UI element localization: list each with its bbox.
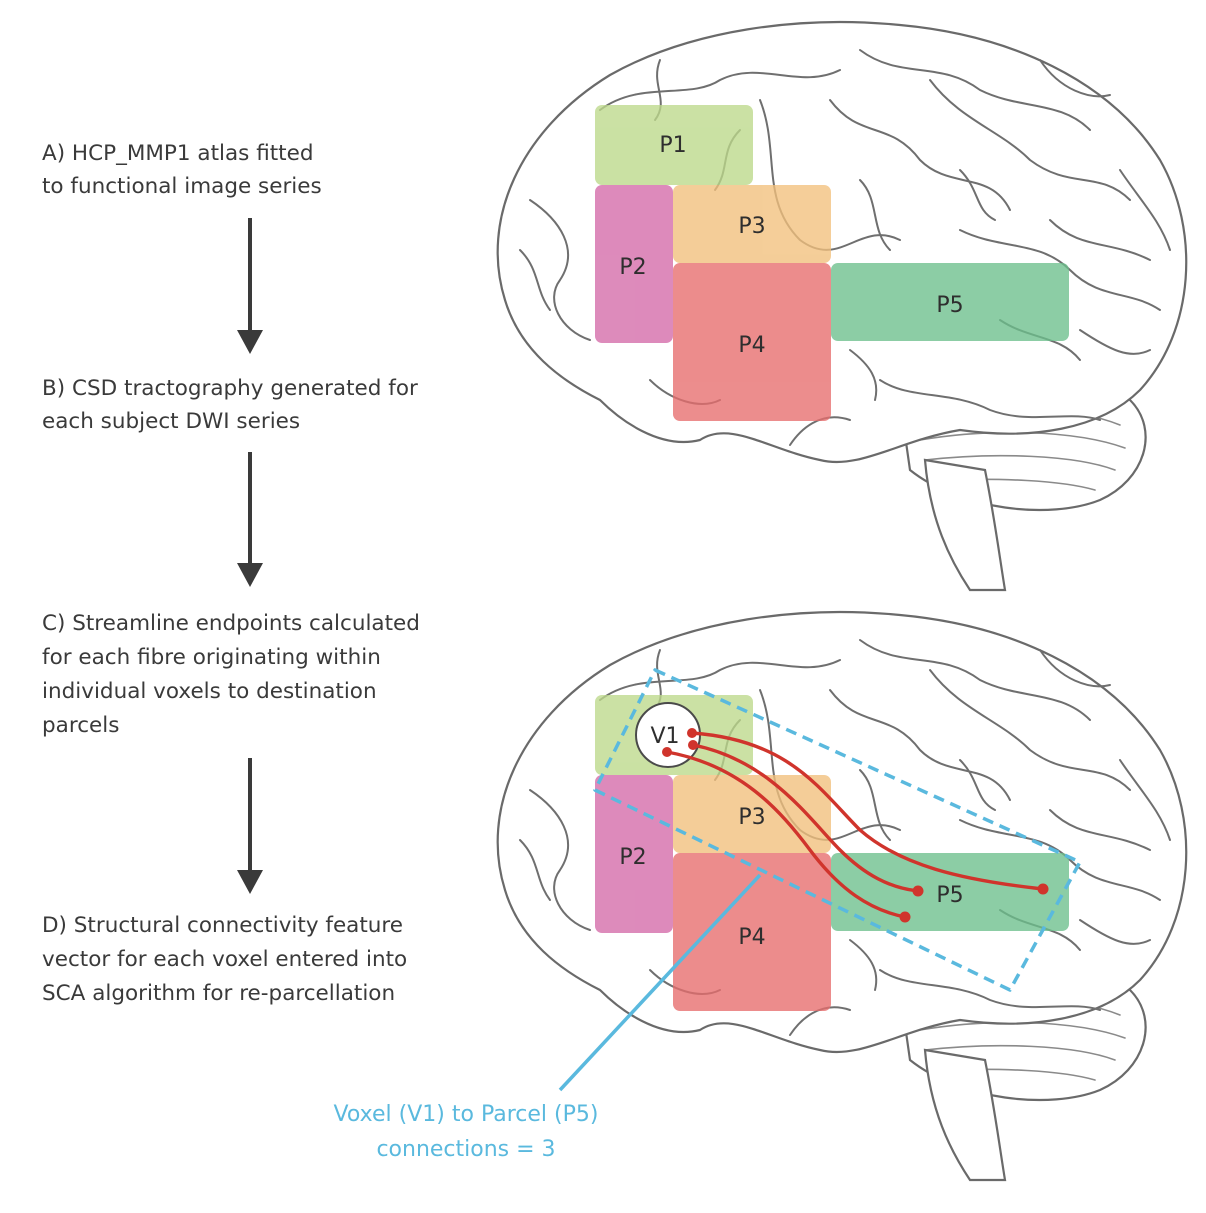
parcel-p4-bottom (673, 853, 831, 1011)
parcel-label-p1: P1 (659, 133, 686, 158)
parcel-p3 (673, 185, 831, 263)
streamline-3 (665, 750, 907, 919)
parcel-p3-bottom (673, 775, 831, 853)
callout-line-1: Voxel (V1) to Parcel (P5) (334, 1102, 599, 1127)
parcel-label-p2-bottom: P2 (619, 845, 646, 870)
streamline-2 (691, 743, 920, 893)
brain-bottom: P2 P3 P4 P5 V1 (496, 610, 1188, 1182)
parcel-p1 (595, 105, 753, 185)
parcels-top (595, 105, 1069, 421)
parcel-label-p3: P3 (738, 214, 765, 239)
step-d-line-1: D) Structural connectivity feature (42, 913, 403, 938)
step-c-line-4: parcels (42, 713, 119, 738)
streamline-end-3 (899, 911, 911, 923)
parcel-p2-bottom (595, 775, 673, 933)
callout: Voxel (V1) to Parcel (P5) connections = … (334, 1102, 599, 1162)
dashed-region-outline (593, 668, 1082, 992)
step-c-line-3: individual voxels to destination (42, 679, 377, 704)
step-d-line-3: SCA algorithm for re-parcellation (42, 981, 395, 1006)
parcel-label-p3-bottom: P3 (738, 805, 765, 830)
arrow-b-to-c (237, 452, 263, 587)
parcel-p5 (831, 263, 1069, 341)
step-c-line-2: for each fibre originating within (42, 645, 381, 670)
arrow-c-to-d (237, 758, 263, 894)
step-b-line-2: each subject DWI series (42, 409, 300, 434)
callout-line-2: connections = 3 (376, 1137, 555, 1162)
streamline-start-1 (687, 728, 697, 738)
parcel-p2 (595, 185, 673, 343)
parcel-label-p4-bottom: P4 (738, 925, 765, 950)
step-d: D) Structural connectivity feature vecto… (42, 913, 407, 1006)
parcel-label-p2: P2 (619, 255, 646, 280)
callout-leader-line (558, 873, 762, 1092)
parcel-p4 (673, 263, 831, 421)
parcels-bottom (595, 695, 1069, 1011)
streamline-start-2 (688, 740, 698, 750)
step-d-line-2: vector for each voxel entered into (42, 947, 407, 972)
streamline-1 (690, 731, 1045, 891)
voxel-label-v1: V1 (650, 724, 679, 749)
step-a: A) HCP_MMP1 atlas fitted to functional i… (42, 141, 322, 199)
step-b-line-1: B) CSD tractography generated for (42, 376, 418, 401)
streamline-end-2 (912, 885, 924, 897)
step-a-line-1: A) HCP_MMP1 atlas fitted (42, 141, 313, 166)
step-b: B) CSD tractography generated for each s… (42, 376, 418, 434)
arrow-a-to-b (237, 218, 263, 354)
streamline-end-1 (1037, 883, 1049, 895)
streamline-start-3 (662, 747, 672, 757)
brain-top: P1 P2 P3 P4 P5 (496, 20, 1188, 592)
parcel-label-p4: P4 (738, 333, 765, 358)
step-c: C) Streamline endpoints calculated for e… (42, 611, 420, 738)
step-c-line-1: C) Streamline endpoints calculated (42, 611, 420, 636)
step-a-line-2: to functional image series (42, 174, 322, 199)
parcel-label-p5-bottom: P5 (936, 883, 963, 908)
parcel-label-p5: P5 (936, 293, 963, 318)
